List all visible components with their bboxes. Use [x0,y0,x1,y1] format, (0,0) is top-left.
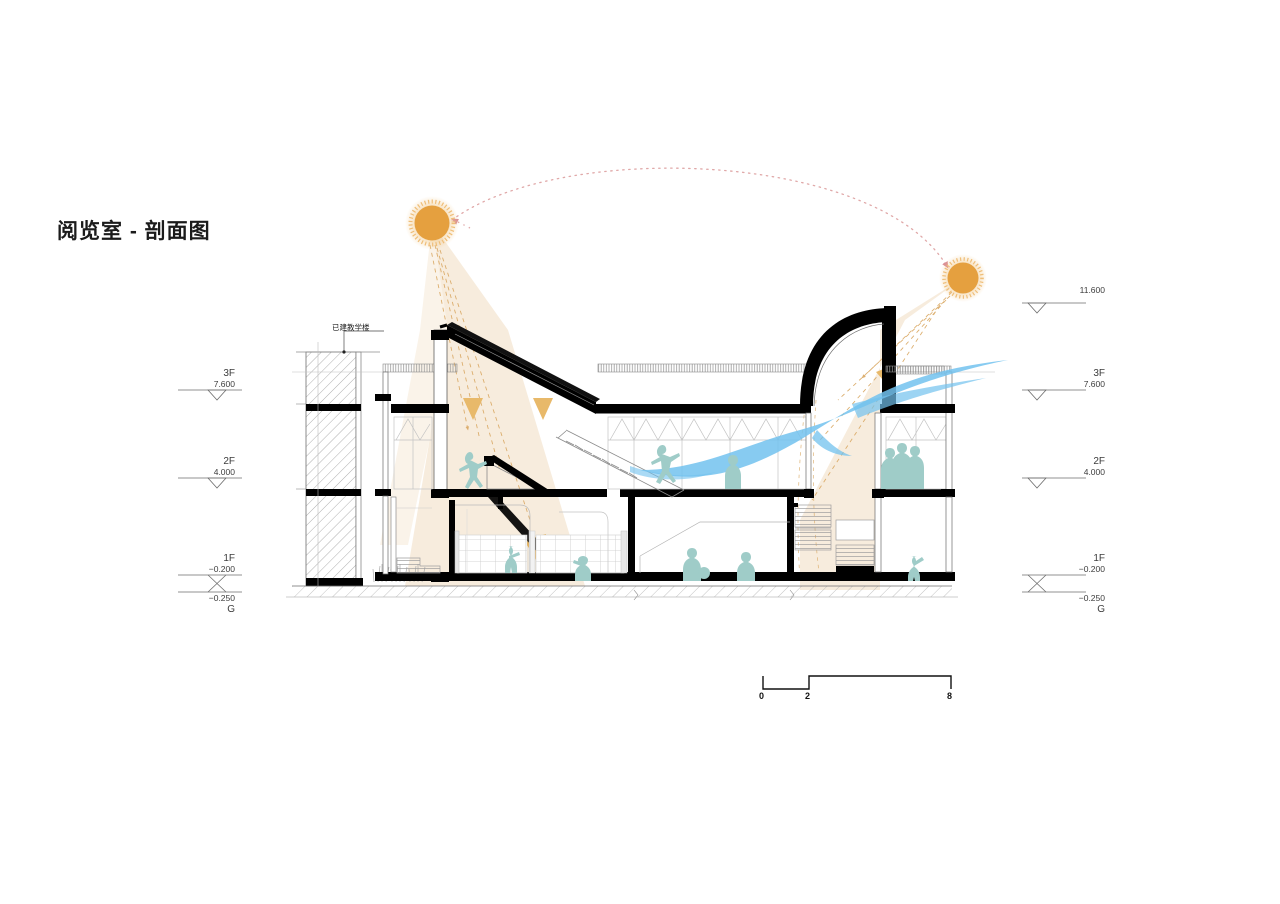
ground-line [286,585,958,601]
level-name: 2F [223,456,235,467]
level-name: 2F [1093,456,1105,467]
level-value: −0.200 [1078,563,1105,574]
level-value: 11.600 [1079,285,1105,295]
level-marker-g-right: −0.250 G [1040,593,1105,615]
level-marker-3f-right: 3F 7.600 [1040,368,1105,389]
level-name: G [227,603,235,615]
level-marker-2f-right: 2F 4.000 [1040,456,1105,477]
scale-tick-0: 0 [759,691,765,701]
existing-teaching-building [296,330,384,587]
level-marker-3f-left: 3F 7.600 [160,368,235,389]
scale-tick-8: 8 [947,691,953,701]
figure-silhouettes [459,443,924,581]
level-marker-g-left: −0.250 G [160,593,235,615]
sun-path-arc [451,167,949,269]
level-name: 3F [1093,368,1105,379]
level-marker-2f-left: 2F 4.000 [160,456,235,477]
existing-building-label: 已建教学楼 [332,323,370,332]
level-markers-right [1022,302,1086,593]
right-stair [794,504,875,566]
level-value: 4.000 [1083,466,1105,477]
level-name: 3F [223,368,235,379]
level-value: −0.250 [208,593,235,603]
level-value: −0.250 [1078,593,1105,603]
level-marker-1f-left: 1F −0.200 [160,553,235,574]
sun-left [405,196,459,250]
new-building-structure [292,306,995,582]
scale-bar [762,675,952,690]
sun-right [939,254,987,302]
level-marker-top-right: 11.600 [1040,285,1105,296]
level-value: 7.600 [1083,378,1105,389]
level-value: 7.600 [213,378,235,389]
scale-tick-2: 2 [805,691,811,701]
level-value: 4.000 [213,466,235,477]
level-name: 1F [223,553,235,564]
level-markers-left [178,389,242,593]
atrium-stair [555,429,685,498]
page-title: 阅览室 - 剖面图 [57,220,211,243]
airflow-ribbon [630,360,1008,480]
level-marker-1f-right: 1F −0.200 [1040,553,1105,574]
level-value: −0.200 [208,563,235,574]
level-name: 1F [1093,553,1105,564]
level-name: G [1097,603,1105,615]
